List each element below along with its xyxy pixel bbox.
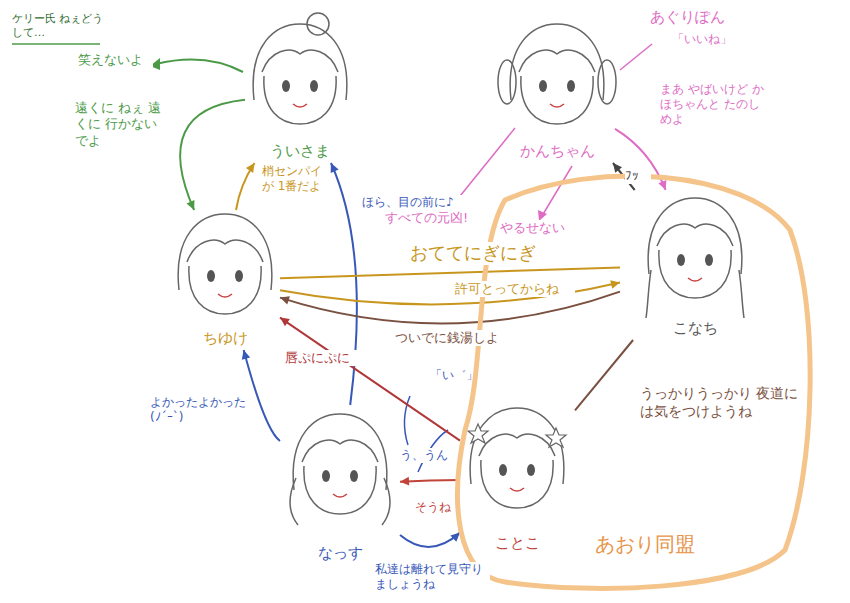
face-nassu (293, 414, 387, 514)
relation-connector (575, 340, 633, 410)
arrow-head (400, 477, 409, 486)
relation-connector (280, 267, 620, 278)
relation-label: そうね (415, 500, 455, 515)
arrow-head (242, 350, 250, 360)
character-node: ことこ (460, 405, 575, 555)
face-kanchan (510, 24, 604, 124)
relation-label: 唇ぷにぷに (285, 350, 360, 366)
annotation-text: 「い゛」 (430, 368, 470, 383)
character-name: ういさま (245, 142, 355, 161)
arrow-head (280, 296, 290, 304)
leader-arrow (542, 166, 572, 216)
relation-label: ほら、目の前に♪ (362, 195, 462, 210)
annotation-text: やるせない (500, 220, 575, 236)
relation-label: 梢センパイが 1番だよ (262, 164, 328, 194)
relation-label: 私達は離れて見守りましょうね (375, 562, 490, 592)
arrow-head (187, 200, 195, 210)
relation-connector (400, 533, 460, 547)
face-konachi (648, 198, 742, 298)
annotation-text: すべての元凶! (385, 210, 480, 226)
relation-label: まあ やばいけど かほちゃんと たのしめよ (660, 82, 770, 127)
band-path (458, 176, 811, 588)
arrow-head (246, 163, 255, 173)
leader-line (620, 44, 652, 70)
star-hairpin (546, 428, 566, 447)
relation-connector (236, 163, 254, 210)
relation-label: うっかりうっかり 夜道には気をつけようね (640, 385, 800, 420)
twin-tail (498, 60, 516, 104)
arrow-head (658, 180, 666, 190)
character-name: ちゆけ (170, 329, 280, 348)
annotation-text: 「いいね」 (672, 32, 752, 47)
relation-label: 遠くに ねぇ 遠くに 行かないでよ (75, 100, 170, 149)
character-node: ちゆけ (170, 210, 280, 350)
arrow-head (331, 163, 339, 173)
arrow-head (610, 280, 620, 288)
character-node: ういさま (245, 25, 355, 163)
arrow-head (450, 533, 460, 542)
character-name: こなち (620, 319, 770, 338)
star-hairpin (468, 424, 488, 443)
face-kotoko (470, 408, 564, 508)
character-node: なっす (280, 405, 400, 565)
character-node: かんちゃん (500, 25, 615, 163)
face-uisama (253, 24, 347, 124)
character-name: ことこ (460, 534, 575, 553)
annotation-text: ケリー氏 ねぇどうして… (12, 12, 107, 40)
relation-label: 許可とってからね (455, 281, 575, 297)
character-name: かんちゃん (500, 142, 615, 161)
underline (12, 43, 100, 45)
annotation-text: あぐりぽん (650, 8, 745, 27)
arrow-head (280, 318, 290, 327)
character-node: こなち (620, 190, 770, 340)
relation-label: ﾌｯ (625, 168, 651, 184)
relation-label: ついでに銭湯しよ (395, 330, 515, 346)
relation-label: よかったよかった (ﾉ´ｰ`) (150, 395, 250, 425)
face-chiyuke (178, 214, 272, 314)
character-name: なっす (280, 544, 400, 563)
annotation-text: 笑えないよ (78, 52, 153, 68)
twin-tail (598, 60, 616, 104)
relation-connector (180, 100, 245, 210)
annotation-text: う、うん (400, 448, 450, 463)
relation-label: おててにぎにぎ (410, 242, 550, 265)
band-title: あおり同盟 (595, 532, 695, 557)
leader-arrow (156, 60, 243, 73)
relation-connector (615, 129, 666, 190)
arrow-head (613, 163, 622, 173)
